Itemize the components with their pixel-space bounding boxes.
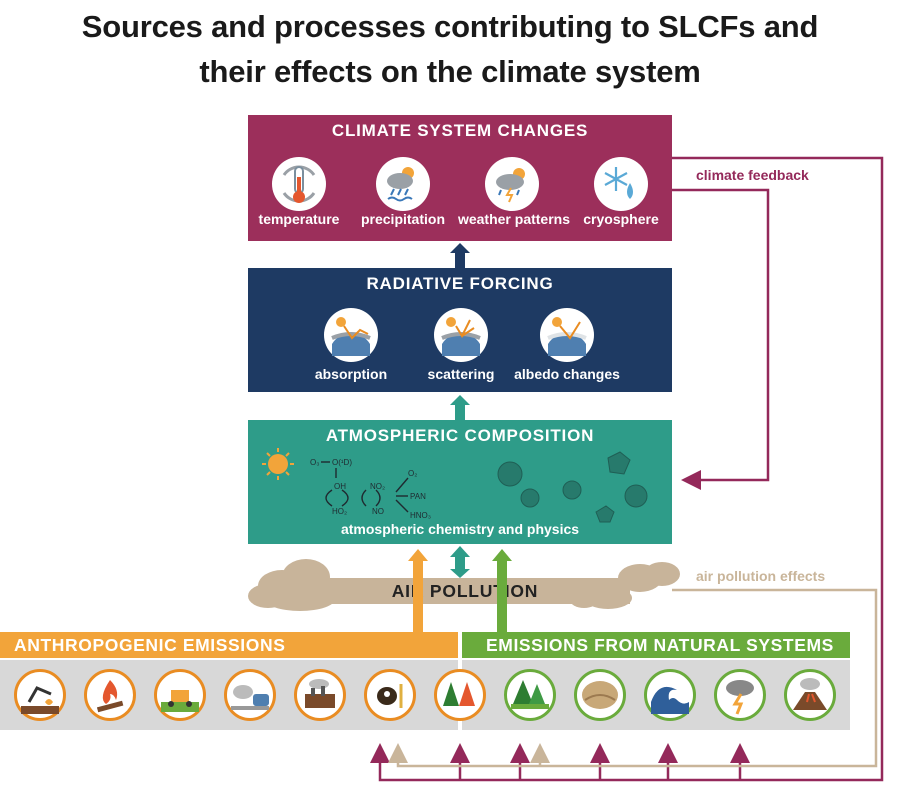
scattering-icon bbox=[434, 308, 488, 362]
chem-o3: O₃ bbox=[310, 458, 319, 467]
radiative-box-title: RADIATIVE FORCING bbox=[366, 274, 554, 293]
chem-no2: NO₂ bbox=[370, 482, 385, 491]
thermometer-icon bbox=[272, 157, 326, 211]
forest-fire-icon bbox=[434, 669, 486, 721]
oil-pump-icon bbox=[14, 669, 66, 721]
air-pollution-effects-loop bbox=[388, 588, 878, 768]
storm-cloud-icon bbox=[485, 157, 539, 211]
atmospheric-composition-box: ATMOSPHERIC COMPOSITION atmospheric chem… bbox=[248, 420, 672, 544]
page-title: Sources and processes contributing to SL… bbox=[81, 9, 819, 89]
chemistry-diagram: O₃ O(¹D) OH HO₂ NO₂ NO O₂ PAN HNO₃ bbox=[262, 448, 648, 523]
forest-icon bbox=[504, 669, 556, 721]
arrow-atmos-pollution-bidirectional bbox=[450, 546, 470, 578]
absorption-label: absorption bbox=[314, 366, 388, 382]
cryosphere-label: cryosphere bbox=[583, 211, 659, 227]
chem-hno3: HNO₃ bbox=[410, 511, 431, 520]
factory-icon bbox=[294, 669, 346, 721]
absorption-icon bbox=[324, 308, 378, 362]
chem-o1d: O(¹D) bbox=[332, 458, 352, 467]
arrow-radiative-to-climate bbox=[450, 243, 470, 268]
arrow-atmos-to-radiative bbox=[450, 395, 470, 420]
vehicle-exhaust-icon bbox=[224, 669, 276, 721]
climate-feedback-label: climate feedback bbox=[696, 167, 809, 183]
arrow-natural-up bbox=[492, 549, 512, 632]
climate-feedback-loop bbox=[370, 156, 884, 782]
emission-icons-strip bbox=[0, 660, 850, 730]
precipitation-label: precipitation bbox=[360, 211, 445, 227]
cow-icon bbox=[364, 669, 416, 721]
climate-feedback-to-atmos bbox=[672, 188, 770, 490]
atmospheric-box-title: ATMOSPHERIC COMPOSITION bbox=[325, 426, 595, 445]
air-pollution-band bbox=[300, 578, 630, 604]
chem-pan: PAN bbox=[410, 492, 426, 501]
anthropogenic-emissions-bar: ANTHROPOGENIC EMISSIONS bbox=[0, 632, 458, 658]
weather-patterns-label: weather patterns bbox=[457, 211, 571, 227]
fire-icon bbox=[84, 669, 136, 721]
rain-cloud-icon bbox=[376, 157, 430, 211]
albedo-changes-label: albedo changes bbox=[514, 366, 620, 382]
radiative-forcing-box: RADIATIVE FORCING absorption scattering … bbox=[248, 268, 672, 392]
chem-oh: OH bbox=[334, 482, 346, 491]
truck-icon bbox=[154, 669, 206, 721]
soil-dust-icon bbox=[574, 669, 626, 721]
chem-o2: O₂ bbox=[408, 469, 417, 478]
climate-box-title: CLIMATE SYSTEM CHANGES bbox=[331, 121, 589, 140]
chem-no: NO bbox=[372, 507, 384, 516]
natural-emissions-bar: EMISSIONS FROM NATURAL SYSTEMS bbox=[462, 632, 850, 658]
sun-icon bbox=[262, 448, 294, 480]
climate-system-changes-box: CLIMATE SYSTEM CHANGES bbox=[248, 115, 672, 241]
scattering-label: scattering bbox=[427, 366, 495, 382]
volcano-icon bbox=[784, 669, 836, 721]
lightning-icon bbox=[714, 669, 766, 721]
aerosol-particles bbox=[497, 451, 648, 523]
air-pollution-effects-label: air pollution effects bbox=[696, 568, 826, 584]
arrow-anthropogenic-up bbox=[408, 549, 428, 632]
temperature-label: temperature bbox=[258, 211, 340, 227]
albedo-icon bbox=[540, 308, 594, 362]
atmospheric-subtitle: atmospheric chemistry and physics bbox=[340, 521, 580, 537]
chem-ho2: HO₂ bbox=[332, 507, 347, 516]
snowflake-icon bbox=[594, 157, 648, 211]
ocean-wave-icon bbox=[644, 669, 696, 721]
